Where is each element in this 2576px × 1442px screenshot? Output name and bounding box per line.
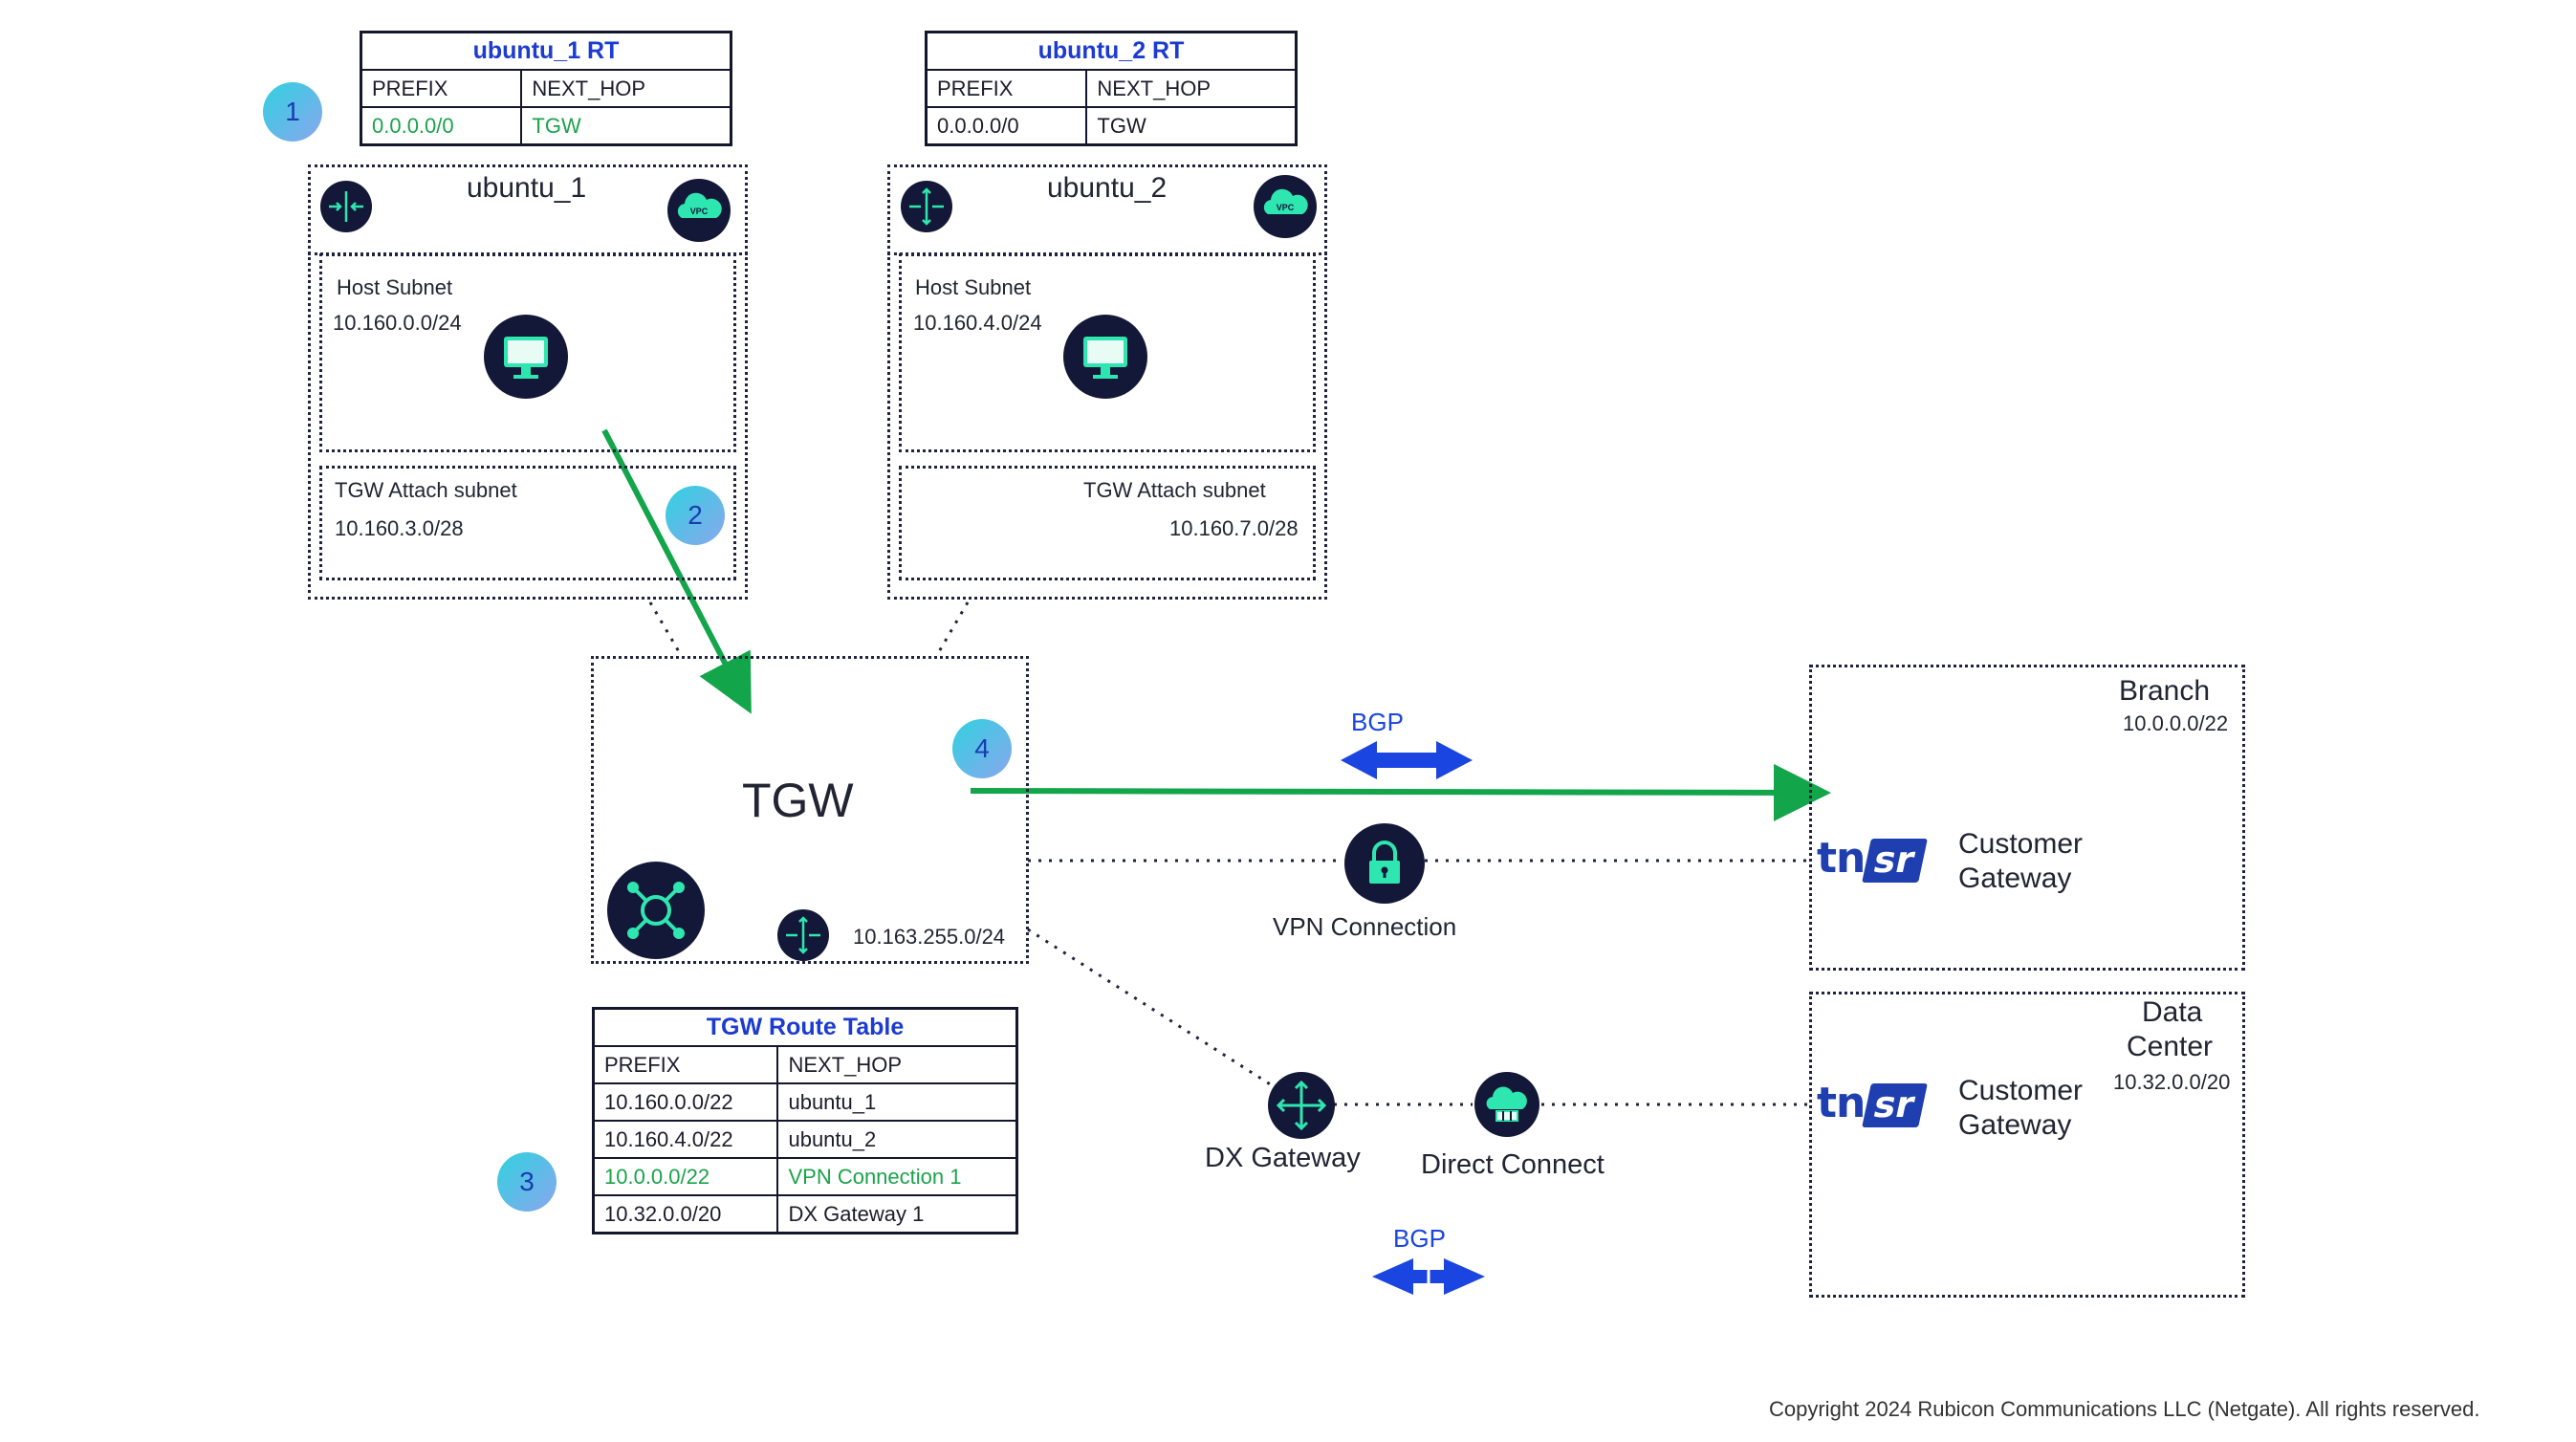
table-row: 10.160.4.0/22 ubuntu_2 <box>592 1120 1018 1159</box>
vpc-ubuntu1 <box>308 164 748 600</box>
copyright-text: Copyright 2024 Rubicon Communications LL… <box>1769 1397 2480 1421</box>
vpc-badge-text: VPC <box>1277 203 1295 212</box>
ubuntu2-rt-prefix: 0.0.0.0/0 <box>925 106 1088 146</box>
ubuntu1-rt-title: ubuntu_1 RT <box>360 31 732 71</box>
dx-gateway-icon <box>1268 1072 1335 1139</box>
router-icon <box>777 909 829 961</box>
branch-cidr: 10.0.0.0/22 <box>2123 711 2229 735</box>
vpc-badge-text: VPC <box>690 207 709 216</box>
tgw-to-branch-arrow <box>970 763 1831 821</box>
ubuntu1-route-table: ubuntu_1 RT PREFIX NEXT_HOP 0.0.0.0/0 TG… <box>360 31 732 146</box>
datacenter-cidr: 10.32.0.0/20 <box>2113 1070 2231 1094</box>
vpc2-name: ubuntu_2 <box>1047 172 1168 204</box>
tgw-rt-header-nexthop: NEXT_HOP <box>776 1045 1018 1084</box>
tgw-rt-nexthop: DX Gateway 1 <box>776 1194 1018 1234</box>
vpc2-tgw-subnet <box>899 466 1316 580</box>
ubuntu1-rt-nexthop: TGW <box>520 106 732 146</box>
bgp-bottom-label: BGP <box>1393 1224 1446 1253</box>
tnsr-logo-sr: sr <box>1862 839 1929 883</box>
monitor-icon <box>1063 315 1147 399</box>
vpc1-host-subnet-label: Host Subnet <box>337 275 453 299</box>
ubuntu1-rt-header-prefix: PREFIX <box>360 69 523 108</box>
vpc1-tgw-link <box>648 601 683 656</box>
monitor-icon <box>484 315 568 399</box>
vpc2-host-subnet <box>899 253 1316 452</box>
tnsr-logo-tn: tn <box>1817 1079 1866 1127</box>
branch-gateway-label-line2: Gateway <box>1958 863 2072 894</box>
vpc-cloud-icon: VPC <box>667 179 731 242</box>
ubuntu2-rt-nexthop: TGW <box>1085 106 1298 146</box>
vpc2-tgw-subnet-label: TGW Attach subnet <box>1083 478 1266 502</box>
branch-gateway-label-line1: Customer <box>1958 828 2084 860</box>
step-badge-1: 1 <box>263 82 322 142</box>
vpn-lock-icon <box>1344 823 1425 904</box>
tgw-hub-icon <box>607 862 705 959</box>
table-row: 10.0.0.0/22 VPN Connection 1 <box>592 1157 1018 1196</box>
vpc1-tgw-subnet-cidr: 10.160.3.0/28 <box>335 516 464 540</box>
vpc2-tgw-link <box>935 601 970 656</box>
vpc1-tgw-subnet-label: TGW Attach subnet <box>335 478 517 502</box>
tgw-cidr: 10.163.255.0/24 <box>853 925 1006 949</box>
direct-connect-label: Direct Connect <box>1421 1149 1605 1180</box>
tgw-rt-header-prefix: PREFIX <box>592 1045 779 1084</box>
step-badge-3: 3 <box>497 1152 557 1212</box>
bgp-top-label: BGP <box>1351 708 1404 736</box>
dx-gateway-label: DX Gateway <box>1205 1143 1361 1173</box>
tgw-rt-nexthop: ubuntu_2 <box>776 1120 1018 1159</box>
tgw-dx-link <box>1027 928 1273 1087</box>
step-badge-2: 2 <box>666 486 725 545</box>
vpc2-tgw-subnet-cidr: 10.160.7.0/28 <box>1169 516 1299 540</box>
tgw-label: TGW <box>742 774 854 827</box>
datacenter-gateway-label-line2: Gateway <box>1958 1109 2072 1141</box>
datacenter-name-line2: Center <box>2127 1031 2214 1062</box>
tgw-rt-prefix: 10.160.0.0/22 <box>592 1082 779 1122</box>
tgw-rt-title: TGW Route Table <box>592 1007 1018 1047</box>
datacenter-box <box>1809 992 2245 1298</box>
step-badge-4: 4 <box>952 719 1012 778</box>
datacenter-name-line1: Data <box>2142 996 2203 1028</box>
router-icon <box>901 181 952 232</box>
tgw-rt-prefix: 10.32.0.0/20 <box>592 1194 779 1234</box>
branch-name: Branch <box>2119 675 2211 707</box>
tgw-rt-nexthop: ubuntu_1 <box>776 1082 1018 1122</box>
direct-connect-icon <box>1474 1072 1539 1137</box>
tgw-rt-prefix: 10.0.0.0/22 <box>592 1157 779 1196</box>
ubuntu2-route-table: ubuntu_2 RT PREFIX NEXT_HOP 0.0.0.0/0 TG… <box>925 31 1298 146</box>
ubuntu1-rt-prefix: 0.0.0.0/0 <box>360 106 523 146</box>
tnsr-logo-sr: sr <box>1862 1083 1929 1127</box>
ubuntu1-rt-header-nexthop: NEXT_HOP <box>520 69 732 108</box>
ubuntu2-rt-header-prefix: PREFIX <box>925 69 1088 108</box>
table-row: 10.32.0.0/20 DX Gateway 1 <box>592 1194 1018 1234</box>
table-row: 10.160.0.0/22 ubuntu_1 <box>592 1082 1018 1122</box>
datacenter-gateway-label-line1: Customer <box>1958 1075 2084 1106</box>
tgw-box <box>591 656 1029 964</box>
tgw-route-table: TGW Route Table PREFIX NEXT_HOP 10.160.0… <box>592 1007 1018 1234</box>
vpc2-host-subnet-label: Host Subnet <box>915 275 1032 299</box>
vpn-connection-label: VPN Connection <box>1273 912 1457 941</box>
ubuntu2-rt-header-nexthop: NEXT_HOP <box>1085 69 1298 108</box>
vpc1-tgw-subnet <box>319 466 736 580</box>
bgp-top-arrow <box>1341 741 1473 779</box>
router-icon <box>320 181 372 232</box>
vpc1-host-subnet <box>319 253 736 452</box>
vpc-ubuntu2 <box>887 164 1327 600</box>
vpc-cloud-icon: VPC <box>1254 175 1317 238</box>
tgw-rt-prefix: 10.160.4.0/22 <box>592 1120 779 1159</box>
vpc1-name: ubuntu_1 <box>467 172 587 204</box>
vpc1-host-subnet-cidr: 10.160.0.0/24 <box>333 311 462 335</box>
host-to-tgw-arrow <box>601 428 752 714</box>
ubuntu2-rt-title: ubuntu_2 RT <box>925 31 1298 71</box>
branch-box <box>1809 665 2245 971</box>
tgw-rt-nexthop: VPN Connection 1 <box>776 1157 1018 1196</box>
tnsr-logo-tn: tn <box>1817 834 1866 883</box>
vpc2-host-subnet-cidr: 10.160.4.0/24 <box>913 311 1042 335</box>
